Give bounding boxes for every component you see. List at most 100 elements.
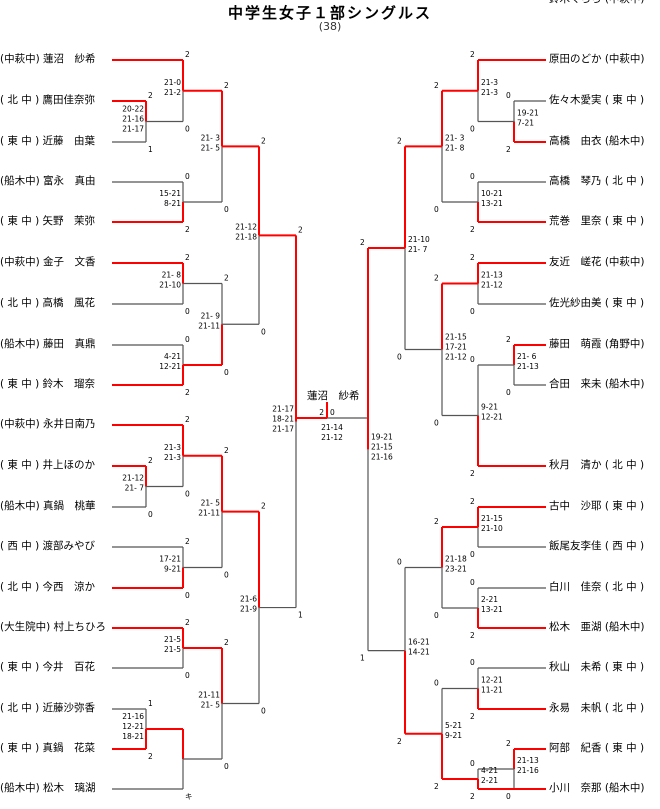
score-R_r3a-top: 2 xyxy=(397,136,402,145)
games-L_r2b-0: 21- 9 xyxy=(201,311,221,320)
games-L_r1g-1: 21-5 xyxy=(164,645,181,654)
games-R_r2a-1: 21- 8 xyxy=(445,143,465,152)
right-player-18: 小川 奈那 (船木中) xyxy=(549,782,645,794)
games-final-1: 21-12 xyxy=(321,433,343,442)
score-R_r1a-top: 2 xyxy=(470,50,475,59)
right-player-2: 佐々木愛実 ( 東 中 ) xyxy=(549,94,645,106)
games-R_pre1-1: 7-21 xyxy=(517,119,534,128)
games-L_r1d-1: 12-21 xyxy=(159,362,181,371)
games-L_r1e-1: 21-3 xyxy=(164,453,181,462)
score-R_r3a-bot: 0 xyxy=(397,353,402,362)
left-player-17: ( 北 中 ) 近藤沙弥香 xyxy=(0,702,96,714)
games-L_pre2-1: 21- 7 xyxy=(125,484,145,493)
score-L_pre1-bot: 1 xyxy=(148,145,153,154)
score-L_pre1-top: 2 xyxy=(148,91,153,100)
score-R_r1c-bot: 0 xyxy=(470,307,475,316)
games-L_r1g-0: 21-5 xyxy=(164,635,181,644)
left-player-9: ( 東 中 ) 鈴木 瑠奈 xyxy=(0,378,96,390)
score-R_r1f-top: 0 xyxy=(470,578,475,587)
score-L_r2d-bot: 0 xyxy=(224,762,229,771)
games-R_sf-2: 21-16 xyxy=(371,452,393,461)
right-player-6: 友近 嵯花 (中萩中) xyxy=(549,256,645,268)
games-L_r1d-0: 4-21 xyxy=(164,352,181,361)
games-L_pre3-2: 18-21 xyxy=(122,732,144,741)
score-L_r2a-bot: 0 xyxy=(224,205,229,214)
score-L_r3a-top: 2 xyxy=(261,136,266,145)
games-L_r2a-0: 21- 3 xyxy=(201,133,221,142)
left-player-19: (船木中) 松木 璃湖 xyxy=(0,782,96,794)
games-L_pre1-2: 21-17 xyxy=(122,125,144,134)
page-subtitle: (38) xyxy=(318,20,342,33)
score-R_r1c-top: 2 xyxy=(470,253,475,262)
score-L_r1a-top: 2 xyxy=(185,50,190,59)
score-R_r1b-top: 0 xyxy=(470,172,475,181)
score-R_r1g-top: 0 xyxy=(470,658,475,667)
games-R_sf-0: 19-21 xyxy=(371,432,393,441)
games-R_r2b-1: 17-21 xyxy=(445,343,467,352)
score-R_r3b-top: 0 xyxy=(397,558,402,567)
score-R_r2d-bot: 2 xyxy=(434,782,439,791)
score-L_pre3-bot: 2 xyxy=(148,752,153,761)
score-R_r3b-bot: 2 xyxy=(397,737,402,746)
score-R_r2c-bot: 0 xyxy=(434,611,439,620)
left-player-7: ( 北 中 ) 高橋 風花 xyxy=(0,297,96,309)
score-R_pre2-top: 2 xyxy=(506,335,511,344)
right-player-12: 飯尾友李佳 ( 西 中 ) xyxy=(549,540,645,552)
score-L_pre3-top: 1 xyxy=(148,699,153,708)
games-L_pre2-0: 21-12 xyxy=(122,474,144,483)
games-L_r1b-0: 15-21 xyxy=(159,189,181,198)
games-R_r2d-0: 5-21 xyxy=(445,721,462,730)
games-R_r1a-1: 21-3 xyxy=(481,88,498,97)
games-R_pre3-1: 21-16 xyxy=(517,766,539,775)
right-player-16: 永易 未帆 ( 北 中 ) xyxy=(549,702,645,714)
score-R_r2b-top: 2 xyxy=(434,274,439,283)
left-player-18: ( 東 中 ) 真鍋 花菜 xyxy=(0,742,96,754)
score-R_r2a-bot: 0 xyxy=(434,205,439,214)
score-L_r2c-top: 2 xyxy=(224,446,229,455)
games-L_r1a-0: 21-0 xyxy=(164,78,181,87)
games-L_pre3-0: 21-16 xyxy=(122,712,144,721)
games-R_r3b-1: 14-21 xyxy=(408,648,430,657)
games-R_r1b-0: 10-21 xyxy=(481,189,503,198)
score-final-right: 0 xyxy=(330,408,335,417)
games-L_r2b-1: 21-11 xyxy=(198,321,220,330)
score-R_r2a-top: 2 xyxy=(434,81,439,90)
games-L_sf-1: 18-21 xyxy=(272,414,294,423)
score-L_r2b-top: 2 xyxy=(224,274,229,283)
left-player-2: ( 北 中 ) 鷹田佳奈弥 xyxy=(0,94,96,106)
score-R_r1g-bot: 2 xyxy=(470,712,475,721)
score-R_r1f-bot: 2 xyxy=(470,631,475,640)
games-R_r1d-1: 12-21 xyxy=(481,413,503,422)
score-L_r1f-top: 2 xyxy=(185,537,190,546)
games-R_r1c-1: 21-12 xyxy=(481,281,503,290)
left-player-4: (船木中) 富永 真由 xyxy=(0,175,96,187)
games-L_pre3-1: 12-21 xyxy=(122,722,144,731)
right-player-11: 古中 沙耶 ( 東 中 ) xyxy=(549,500,645,512)
score-final-left: 2 xyxy=(319,408,324,417)
games-L_r1f-0: 17-21 xyxy=(159,555,181,564)
games-R_r1c-0: 21-13 xyxy=(481,271,503,280)
score-R_r1e-top: 2 xyxy=(470,497,475,506)
games-L_r3b-1: 21-9 xyxy=(240,605,257,614)
champion-name: 蓮沼 紗希 xyxy=(307,390,360,402)
right-player-14: 松木 亜湖 (船木中) xyxy=(549,621,645,633)
games-R_r3b-0: 16-21 xyxy=(408,638,430,647)
right-player-17: 阿部 紀香 ( 東 中 ) xyxy=(549,742,645,754)
games-L_r2a-1: 21- 5 xyxy=(201,143,221,152)
score-L_r1d-top: 0 xyxy=(185,335,190,344)
games-L_r1a-1: 21-2 xyxy=(164,88,181,97)
games-L_r2d-1: 21- 5 xyxy=(201,701,221,710)
games-R_r2d-1: 9-21 xyxy=(445,731,462,740)
games-L_r1b-1: 8-21 xyxy=(164,199,181,208)
score-R_pre3-bot: 0 xyxy=(506,792,511,801)
left-player-12: (船木中) 真鍋 桃華 xyxy=(0,500,96,512)
games-R_r1f-1: 13-21 xyxy=(481,605,503,614)
games-R_r1d-0: 9-21 xyxy=(481,403,498,412)
score-L_r1c-top: 2 xyxy=(185,253,190,262)
score-L_r3a-bot: 0 xyxy=(261,327,266,336)
left-player-14: ( 北 中 ) 今西 涼か xyxy=(0,581,96,593)
games-R_r2a-0: 21- 3 xyxy=(445,133,465,142)
right-player-13: 白川 佳奈 ( 北 中 ) xyxy=(549,581,645,593)
score-L_r1b-bot: 2 xyxy=(185,225,190,234)
